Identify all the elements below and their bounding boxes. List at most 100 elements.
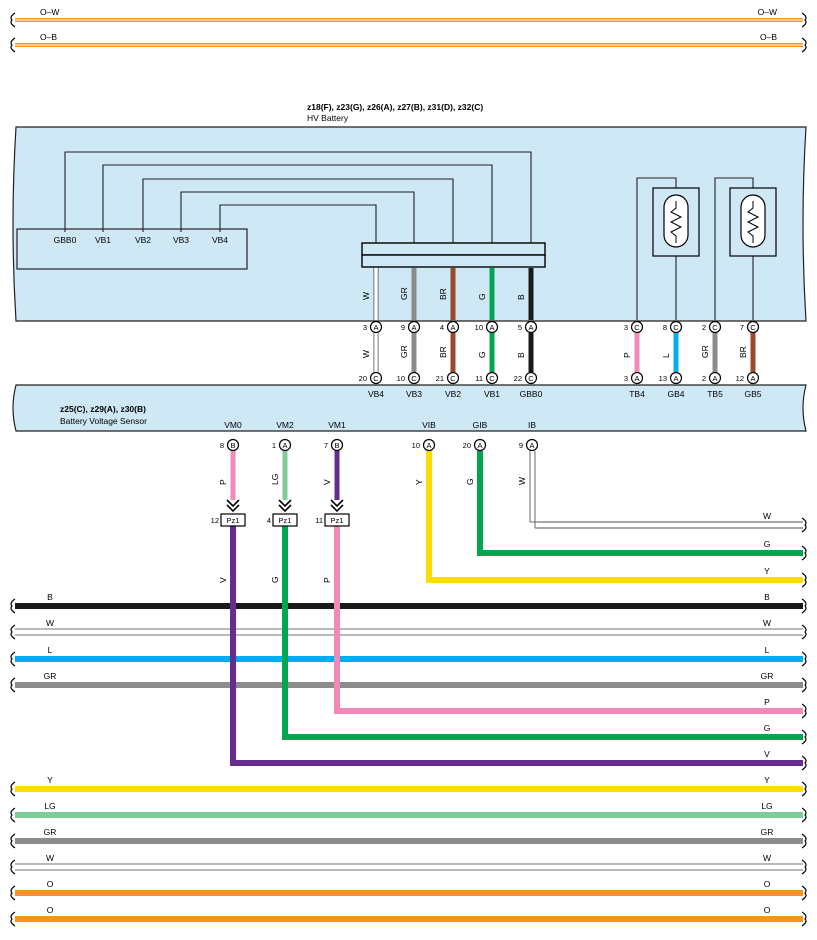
sensor-output-vm2-color: LG xyxy=(270,474,280,485)
sensor-connectors: z25(C), z29(A), z30(B) xyxy=(60,404,146,414)
sensor-output-vib-pin-letter: A xyxy=(426,441,431,450)
link-gbb0-top-pin-letter: A xyxy=(528,323,533,332)
bus-line-12-right-break xyxy=(801,807,807,823)
link-tb4-top-pin-number: 3 xyxy=(624,323,628,332)
bus-line-8-right-label: P xyxy=(764,697,770,707)
link-tb5-top-pin-number: 2 xyxy=(702,323,706,332)
sensor-output-vm2-splice-pin: 4 xyxy=(267,516,271,525)
sensor-output-vib-pin xyxy=(422,438,436,452)
bus-line-7-right-label: GR xyxy=(761,671,774,681)
top-wire-1-right-break xyxy=(801,12,807,28)
link-vb2-top-pin-number: 4 xyxy=(440,323,444,332)
sensor-output-vm2-continuation-color: G xyxy=(270,576,280,583)
link-vb1-internal-color: G xyxy=(477,293,487,300)
sensor-output-gib-pin-number: 20 xyxy=(463,441,471,450)
link-vb3-terminal: VB3 xyxy=(406,389,422,399)
bus-line-9-right-label: G xyxy=(764,723,771,733)
link-vb3-internal-color: GR xyxy=(399,287,409,300)
link-gb5-top-pin-letter: C xyxy=(750,323,756,332)
link-vb2-color: BR xyxy=(438,346,448,358)
link-vb4-internal-color: W xyxy=(361,292,371,300)
sensor-output-vm0-pin xyxy=(226,438,240,452)
bus-line-13-right-break xyxy=(801,833,807,849)
link-vb4-terminal: VB4 xyxy=(368,389,384,399)
link-vb4-bottom-pin-number: 20 xyxy=(359,374,367,383)
bus-line-4-right-break xyxy=(801,598,807,614)
link-vb1-top-pin-letter: A xyxy=(489,323,494,332)
link-gb4-color: L xyxy=(661,353,671,358)
bus-line-15-right-break xyxy=(801,885,807,901)
sensor-output-ib-pin-number: 9 xyxy=(519,441,523,450)
bus-line-1-right-label: W xyxy=(763,511,771,521)
link-gb4-bottom-pin xyxy=(669,371,683,385)
link-vb1-bottom-pin-letter: C xyxy=(489,374,495,383)
link-vb2-bottom-pin-letter: C xyxy=(450,374,456,383)
sensor-output-vm1-splice-box xyxy=(324,513,350,527)
sensor-output-vib-terminal: VIB xyxy=(422,420,436,430)
sensor-output-vm1-pin-number: 7 xyxy=(324,441,328,450)
link-gb4-top-pin-letter: C xyxy=(673,323,679,332)
link-vb2-internal-color: BR xyxy=(438,288,448,300)
link-gb4-bottom-pin-letter: A xyxy=(673,374,678,383)
inner-terminal-vb2: VB2 xyxy=(135,235,151,245)
sensor-output-vm0-color: P xyxy=(218,479,228,485)
top-wire-1-code: O–W xyxy=(40,7,59,17)
bus-line-15-left-break xyxy=(10,885,16,901)
sensor-output-ib-color: W xyxy=(517,477,527,485)
bus-line-4-left-label: B xyxy=(47,592,53,602)
link-vb4-top-pin-number: 3 xyxy=(363,323,367,332)
sensor-output-vm0-terminal: VM0 xyxy=(224,420,242,430)
thermistor-2-route xyxy=(714,177,754,320)
hv-battery-inner-block xyxy=(16,228,248,270)
internal-route-vb4 xyxy=(219,204,377,243)
link-gb5-top-pin xyxy=(746,320,760,334)
bus-line-10-right-label: V xyxy=(764,749,770,759)
top-wire-2-right-break xyxy=(801,37,807,53)
sensor-output-ib-wire-edge-right xyxy=(534,451,803,529)
bus-line-4-left-break xyxy=(10,598,16,614)
link-gb5-bottom-pin-number: 12 xyxy=(736,374,744,383)
link-gbb0-bottom-pin xyxy=(524,371,538,385)
bus-line-16-right-label: O xyxy=(764,905,771,915)
link-gbb0-color: B xyxy=(516,352,526,358)
bus-line-9-right-break xyxy=(801,729,807,745)
sensor-output-vm2-splice-label: Pz1 xyxy=(279,516,292,525)
bus-line-7-right-break xyxy=(801,677,807,693)
link-vb1-color: G xyxy=(477,351,487,358)
sensor-output-ib-pin xyxy=(525,438,539,452)
bus-line-12-right-label: LG xyxy=(761,801,772,811)
top-wire-1-right-label: O–W xyxy=(758,7,777,17)
link-vb2-bottom-pin xyxy=(446,371,460,385)
link-gb4-terminal: GB4 xyxy=(667,389,684,399)
bus-line-6-right-label: L xyxy=(765,645,770,655)
link-gbb0-bottom-pin-number: 22 xyxy=(514,374,522,383)
link-vb3-top-pin xyxy=(407,320,421,334)
top-wire-2-code: O–B xyxy=(40,32,57,42)
internal-route-vb3 xyxy=(180,191,415,243)
bus-line-11-left-label: Y xyxy=(47,775,53,785)
bus-line-4-right-label: B xyxy=(764,592,770,602)
bus-line-8-right-break xyxy=(801,703,807,719)
bus-line-5-left-break xyxy=(10,624,16,640)
bus-line-11-left-break xyxy=(10,781,16,797)
link-vb4-color: W xyxy=(361,350,371,358)
thermistor-1-element xyxy=(663,194,689,248)
sensor-output-vm2-splice-box xyxy=(272,513,298,527)
bus-line-10-right-break xyxy=(801,755,807,771)
sensor-output-vm2-pin xyxy=(278,438,292,452)
link-tb4-terminal: TB4 xyxy=(629,389,645,399)
sensor-output-vm1-continuation-color: P xyxy=(322,577,332,583)
bus-line-13-left-break xyxy=(10,833,16,849)
link-gb5-color: BR xyxy=(738,346,748,358)
internal-route-vb2 xyxy=(142,178,454,243)
bus-line-14-right-break xyxy=(801,859,807,875)
thermistor-1-resistor-icon xyxy=(669,201,683,243)
inner-terminal-gbb0: GBB0 xyxy=(54,235,77,245)
link-vb3-top-pin-letter: A xyxy=(411,323,416,332)
link-vb1-bottom-pin xyxy=(485,371,499,385)
link-vb2-top-pin-letter: A xyxy=(450,323,455,332)
link-gbb0-terminal: GBB0 xyxy=(520,389,543,399)
sensor-output-vm2-pin-number: 1 xyxy=(272,441,276,450)
link-tb5-bottom-pin xyxy=(708,371,722,385)
